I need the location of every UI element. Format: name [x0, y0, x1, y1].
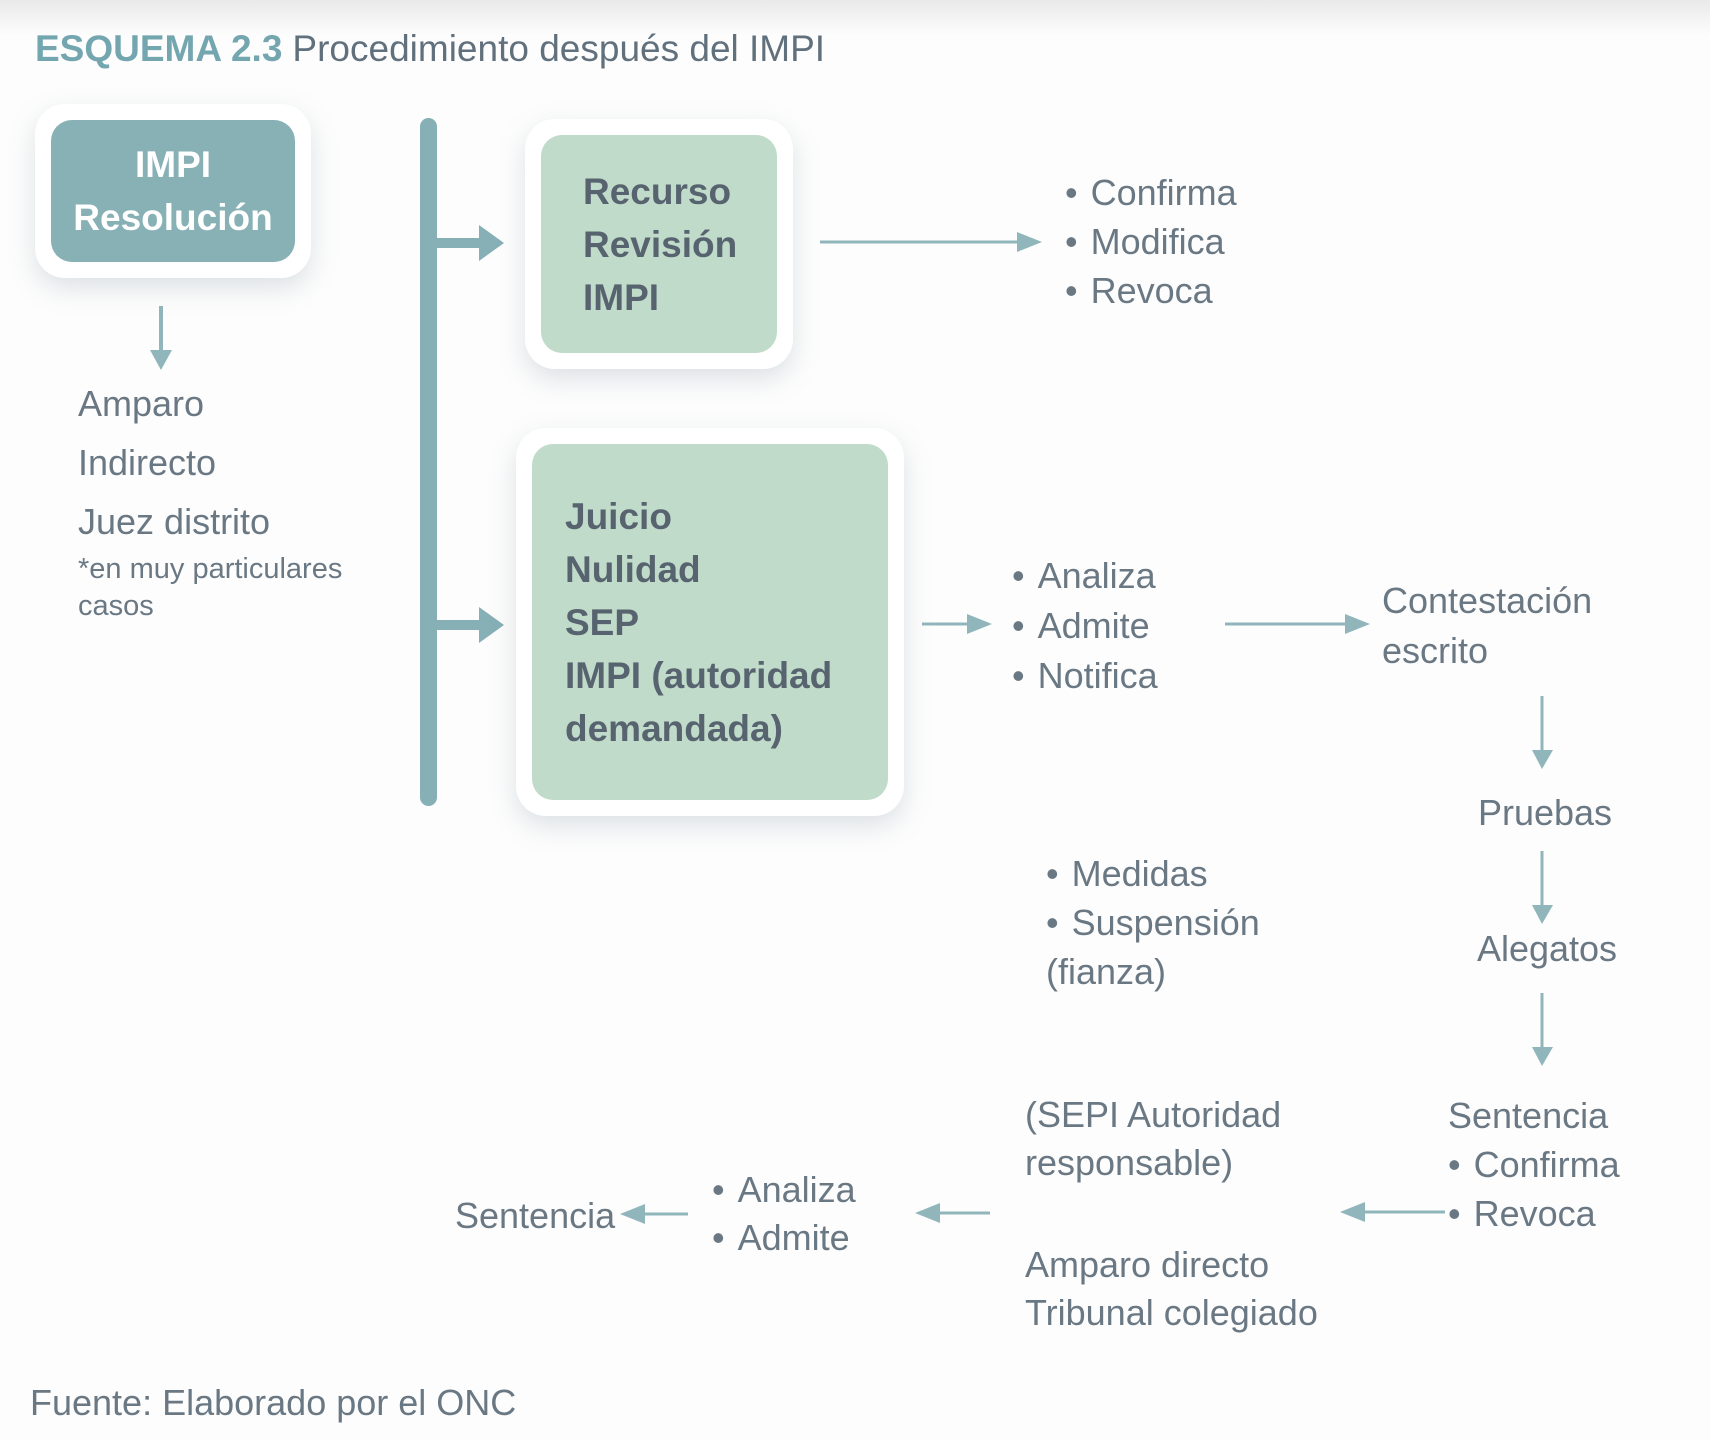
list-item: • Admite — [1012, 601, 1158, 651]
bullet-icon: • — [712, 1169, 725, 1210]
branch-arrow-right-icon — [437, 607, 504, 643]
list-item-label: Confirma — [1473, 1144, 1620, 1185]
list-item-label: Admite — [1037, 605, 1150, 646]
node-recurso-revision-fill: Recurso Revisión IMPI — [541, 135, 777, 353]
node-line: Resolución — [73, 197, 273, 238]
text-line: escrito — [1382, 630, 1489, 671]
node-juicio-nulidad-fill: Juicio Nulidad SEP IMPI (autoridad deman… — [532, 444, 888, 800]
list-item: • Analiza — [712, 1166, 856, 1214]
list-item: • Modifica — [1065, 217, 1237, 266]
page-top-edge — [0, 0, 1710, 40]
text-line: responsable) — [1025, 1142, 1234, 1183]
node-sentencia-revision: Sentencia • Confirma • Revoca — [1448, 1091, 1620, 1238]
bullet-icon: • — [1065, 172, 1078, 213]
bullet-icon: • — [1065, 221, 1078, 262]
node-amparo-directo: Amparo directo Tribunal colegiado — [1025, 1241, 1318, 1337]
bullet-icon: • — [1448, 1193, 1461, 1234]
text-line: (SEPI Autoridad — [1025, 1094, 1282, 1135]
list-item-label: Medidas — [1071, 853, 1208, 894]
bullet-icon: • — [1065, 270, 1078, 311]
arrow-down-icon — [1532, 851, 1553, 924]
node-pruebas: Pruebas — [1477, 792, 1613, 833]
footnote-line: *en muy particulares — [78, 553, 343, 585]
arrow-right-icon — [1225, 614, 1370, 634]
bullet-icon: • — [712, 1217, 725, 1258]
text-line: Amparo — [78, 383, 205, 424]
arrow-right-icon — [922, 614, 992, 634]
bullet-icon: • — [1448, 1144, 1461, 1185]
arrow-left-icon — [915, 1203, 990, 1223]
list-item: • Notifica — [1012, 651, 1158, 701]
list-item-label: Revoca — [1473, 1193, 1596, 1234]
node-line: Revisión — [583, 223, 738, 265]
flow-bar — [420, 118, 437, 806]
list-item: • Revoca — [1065, 266, 1237, 315]
list-juicio-actions: • Analiza • Admite • Notifica — [1012, 551, 1158, 701]
bullet-icon: • — [1012, 605, 1025, 646]
node-impi-resolucion-fill: IMPI Resolución — [51, 120, 295, 262]
figure-caption: Procedimiento después del IMPI — [292, 28, 826, 69]
arrow-down-icon — [1532, 696, 1553, 769]
arrow-right-icon — [820, 232, 1042, 252]
text-line: Indirecto — [78, 442, 217, 483]
node-line: SEP — [565, 601, 640, 643]
list-item-label: Analiza — [737, 1169, 856, 1210]
arrow-down-icon — [150, 306, 172, 370]
list-item: • Confirma — [1065, 168, 1237, 217]
text-line: Juez distrito — [78, 501, 271, 542]
arrow-left-icon — [620, 1204, 688, 1224]
text-line: Amparo directo — [1025, 1244, 1270, 1285]
list-item-note: (fianza) — [1046, 951, 1167, 992]
text-line: Tribunal colegiado — [1025, 1292, 1318, 1333]
node-title: Sentencia — [1448, 1095, 1609, 1136]
node-sentencia-final: Sentencia — [455, 1195, 616, 1236]
list-item: • Analiza — [1012, 551, 1158, 601]
node-sepi-autoridad: (SEPI Autoridad responsable) — [1025, 1091, 1281, 1187]
node-amparo-indirecto: Amparo Indirecto Juez distrito *en muy p… — [78, 374, 342, 625]
branch-arrow-right-icon — [437, 225, 504, 261]
bullet-icon: • — [1046, 853, 1059, 894]
list-item-label: Analiza — [1037, 555, 1156, 596]
list-item-label: Notifica — [1037, 655, 1158, 696]
node-line: Juicio — [565, 495, 672, 537]
node-line: IMPI — [134, 144, 212, 185]
figure-number: ESQUEMA 2.3 — [35, 28, 283, 69]
list-item: • Suspensión — [1046, 898, 1260, 947]
footnote-line: casos — [78, 590, 154, 622]
text-line: Contestación — [1382, 580, 1593, 621]
list-item: • Admite — [712, 1214, 856, 1262]
bullet-icon: • — [1012, 655, 1025, 696]
list-recurso-outcomes: • Confirma • Modifica • Revoca — [1065, 168, 1237, 315]
node-impi-resolucion: IMPI Resolución — [35, 104, 311, 278]
node-line: Recurso — [583, 170, 732, 212]
list-item: • Revoca — [1448, 1189, 1620, 1238]
node-alegatos: Alegatos — [1476, 928, 1618, 969]
list-item-label: Revoca — [1090, 270, 1213, 311]
list-item-label: Confirma — [1090, 172, 1237, 213]
node-line: IMPI — [583, 276, 660, 318]
bullet-icon: • — [1012, 555, 1025, 596]
arrow-down-icon — [1532, 993, 1553, 1066]
node-contestacion-escrito: Contestación escrito — [1382, 576, 1592, 676]
list-item: • Confirma — [1448, 1140, 1620, 1189]
node-juicio-nulidad: Juicio Nulidad SEP IMPI (autoridad deman… — [516, 428, 904, 816]
list-item-label: Admite — [737, 1217, 850, 1258]
list-item-label: Suspensión — [1071, 902, 1260, 943]
list-item: • Medidas — [1046, 849, 1260, 898]
node-line: IMPI (autoridad — [565, 654, 833, 696]
arrow-left-icon — [1340, 1202, 1445, 1222]
list-final-actions: • Analiza • Admite — [712, 1166, 856, 1262]
source-note: Fuente: Elaborado por el ONC — [30, 1382, 517, 1423]
node-recurso-revision: Recurso Revisión IMPI — [525, 119, 793, 369]
list-medidas: • Medidas • Suspensión (fianza) — [1046, 849, 1260, 996]
bullet-icon: • — [1046, 902, 1059, 943]
node-line: Nulidad — [565, 548, 701, 590]
list-item-label: Modifica — [1090, 221, 1225, 262]
node-line: demandada) — [565, 707, 783, 749]
